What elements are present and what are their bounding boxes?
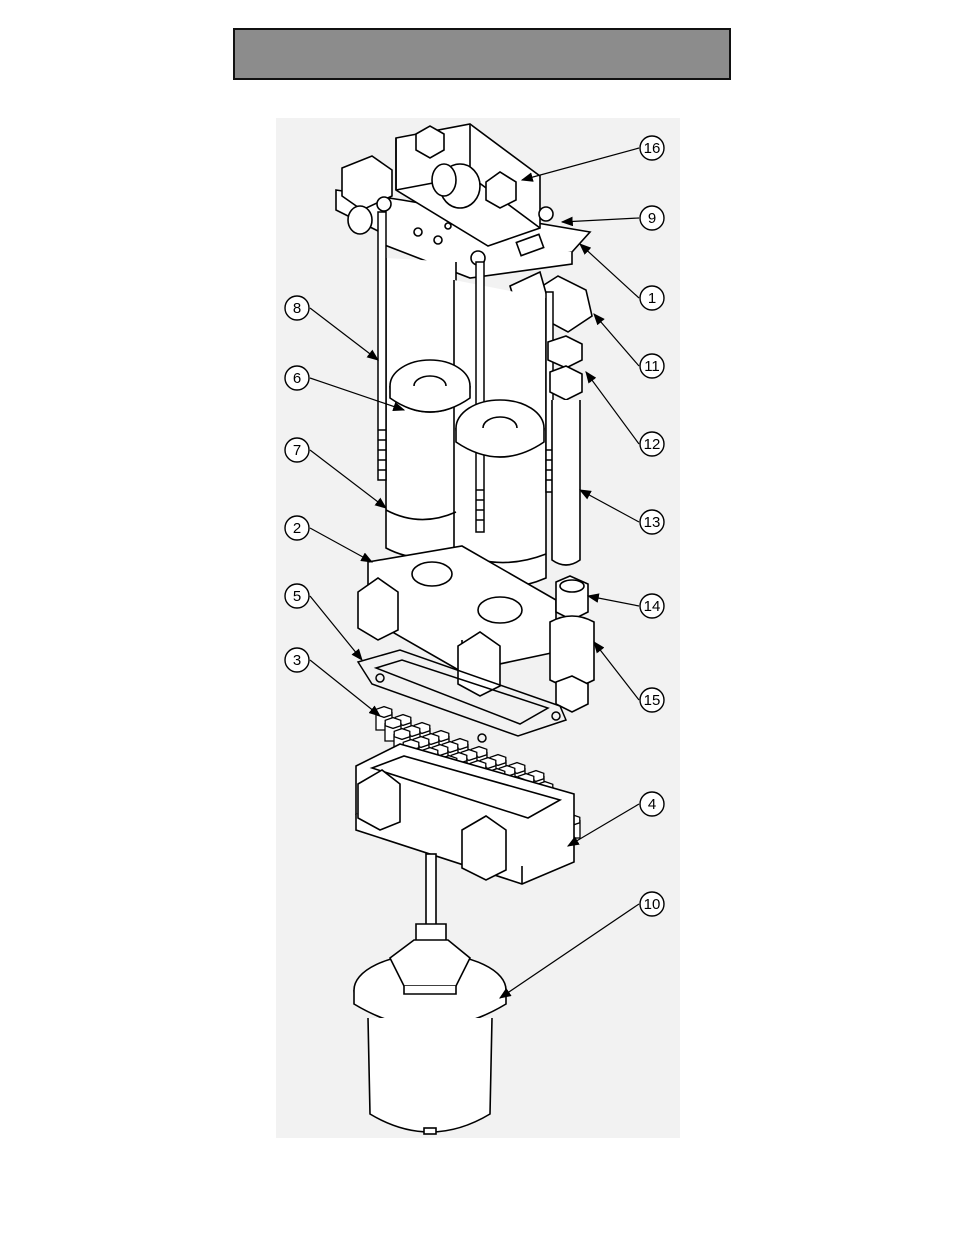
lower-housing [356,744,574,884]
honeycomb-cell-top [385,718,401,729]
pressure-fitting-sensor [550,576,594,712]
callout-label: 13 [644,514,661,531]
callout-label: 4 [648,796,656,813]
honeycomb-cell-top [394,729,410,740]
callout-label: 6 [293,370,301,387]
callout-label: 14 [644,598,661,615]
callout-label: 8 [293,300,301,317]
callout-label: 2 [293,520,301,537]
callout-label: 15 [644,692,661,709]
callout-label: 7 [293,442,301,459]
callout-label: 16 [644,140,661,157]
callout-label: 5 [293,588,301,605]
tube-and-fittings [548,336,582,565]
callout-label: 11 [644,358,660,375]
callout-label: 12 [644,436,661,453]
honeycomb-cell-top [376,707,392,718]
callout-label: 10 [644,896,661,913]
filter-bowl [354,854,506,1134]
callout-label: 1 [648,290,656,307]
callout-label: 9 [648,210,656,227]
callout-label: 3 [293,652,301,669]
